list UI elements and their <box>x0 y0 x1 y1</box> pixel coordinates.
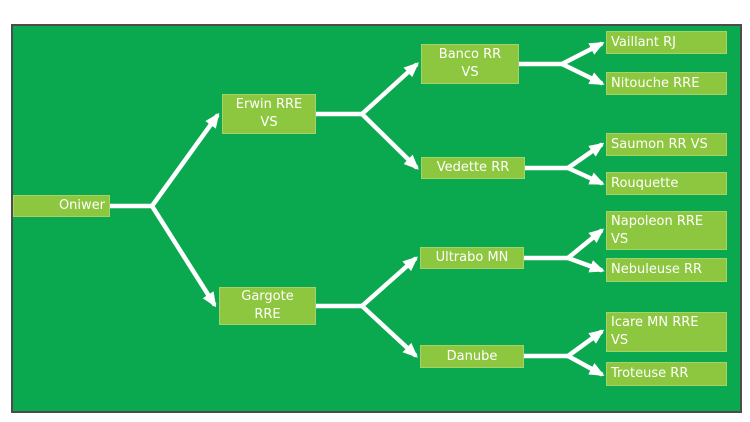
node-danube[interactable]: Danube <box>420 345 524 368</box>
node-erwin[interactable]: Erwin RRE VS <box>222 94 316 134</box>
node-nitouche[interactable]: Nitouche RRE <box>606 72 727 95</box>
node-nebuleuse[interactable]: Nebuleuse RR <box>606 258 727 282</box>
node-saumon[interactable]: Saumon RR VS <box>606 133 727 156</box>
node-icare[interactable]: Icare MN RRE VS <box>606 312 727 352</box>
node-oniwer[interactable]: Oniwer <box>13 195 110 217</box>
node-napoleon[interactable]: Napoleon RRE VS <box>606 211 727 250</box>
node-troteuse[interactable]: Troteuse RR <box>606 362 727 386</box>
node-vaillant[interactable]: Vaillant RJ <box>606 31 727 54</box>
node-vedette[interactable]: Vedette RR <box>421 157 525 179</box>
node-ultrabo[interactable]: Ultrabo MN <box>420 247 524 269</box>
node-rouquette[interactable]: Rouquette <box>606 172 727 195</box>
node-gargote[interactable]: Gargote RRE <box>219 287 316 325</box>
node-banco[interactable]: Banco RR VS <box>421 44 519 84</box>
